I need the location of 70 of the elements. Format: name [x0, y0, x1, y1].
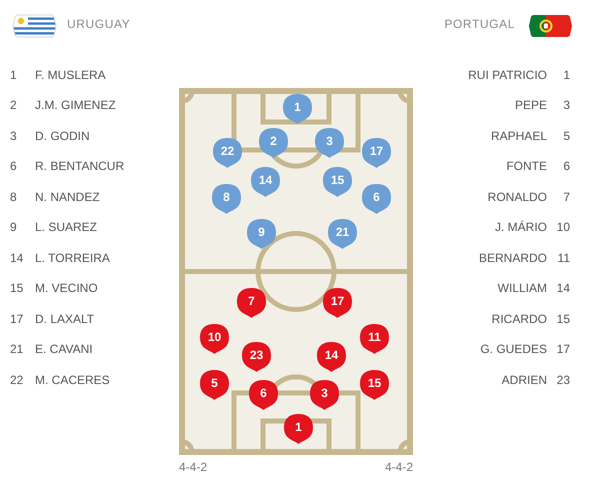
shirt-number: 3	[10, 128, 17, 143]
player-name: J.M. GIMENEZ	[35, 98, 116, 112]
jersey-number: 14	[258, 173, 272, 187]
player-name: E. CAVANI	[35, 342, 93, 356]
shirt-number: 23	[556, 372, 570, 386]
jersey-number: 17	[330, 294, 344, 308]
formation-label: 4-4-2	[179, 460, 208, 474]
player-name: PEPE	[514, 98, 547, 112]
jersey-number: 23	[250, 348, 264, 362]
jersey-number: 15	[368, 376, 382, 390]
jersey-number: 6	[373, 190, 380, 204]
player-name: ADRIEN	[502, 372, 547, 386]
shirt-number: 9	[10, 220, 17, 234]
player-name: M. VECINO	[35, 281, 98, 296]
jersey-number: 10	[208, 330, 222, 344]
player-name: G. GUEDES	[480, 342, 547, 356]
jersey-number: 3	[326, 134, 333, 148]
jersey-number: 17	[370, 144, 384, 158]
shirt-number: 2	[10, 98, 17, 112]
player-name: RAPHAEL	[490, 128, 547, 143]
shirt-number: 8	[10, 190, 17, 204]
player-name: D. LAXALT	[35, 312, 94, 326]
player-name: M. CACERES	[35, 372, 110, 386]
formation-label: 4-4-2	[384, 460, 413, 474]
player-name: RUI PATRICIO	[468, 68, 547, 82]
shirt-number: 5	[563, 128, 570, 143]
player-name: N. NANDEZ	[35, 190, 100, 204]
shirt-number: 17	[556, 342, 570, 356]
jersey-number: 7	[248, 294, 255, 308]
shirt-number: 14	[556, 281, 570, 296]
shirt-number: 15	[556, 312, 570, 326]
shirt-number: 14	[10, 250, 24, 265]
jersey-number: 6	[260, 386, 267, 400]
player-name: D. GODIN	[35, 128, 90, 143]
jersey-number: 11	[368, 330, 381, 344]
shirt-number: 6	[563, 159, 570, 174]
shirt-number: 15	[10, 281, 24, 296]
shirt-number: 7	[563, 190, 570, 204]
player-name: F. MUSLERA	[35, 68, 106, 82]
jersey-number: 5	[211, 376, 218, 390]
shirt-number: 17	[10, 312, 24, 326]
player-name: FONTE	[506, 159, 547, 174]
shirt-number: 21	[10, 342, 24, 356]
jersey-number: 14	[324, 348, 338, 362]
jersey-number: 9	[258, 225, 265, 239]
shirt-number: 22	[10, 372, 24, 386]
jersey-number: 2	[270, 134, 277, 148]
jersey-number: 1	[294, 100, 301, 114]
player-name: RICARDO	[492, 312, 547, 326]
jersey-number: 21	[336, 225, 350, 239]
shirt-number: 11	[558, 250, 570, 265]
jersey-number: 15	[330, 173, 344, 187]
shirt-number: 1	[563, 68, 570, 82]
player-name: L. SUAREZ	[35, 220, 98, 234]
team-name: URUGUAY	[67, 17, 130, 31]
jersey-number: 22	[220, 144, 234, 158]
jersey-number: 8	[223, 190, 230, 204]
jersey-number: 1	[295, 420, 302, 434]
player-name: BERNARDO	[478, 250, 547, 265]
player-name: RONALDO	[488, 190, 547, 204]
player-name: J. MÁRIO	[494, 220, 547, 234]
team-name: PORTUGAL	[444, 17, 515, 31]
shirt-number: 6	[10, 159, 17, 174]
player-name: R. BENTANCUR	[35, 159, 124, 174]
shirt-number: 3	[563, 98, 570, 112]
player-name: L. TORREIRA	[35, 250, 110, 265]
shirt-number: 1	[10, 68, 17, 82]
player-name: WILLIAM	[498, 281, 547, 296]
jersey-number: 3	[321, 386, 328, 400]
shirt-number: 10	[556, 220, 570, 234]
